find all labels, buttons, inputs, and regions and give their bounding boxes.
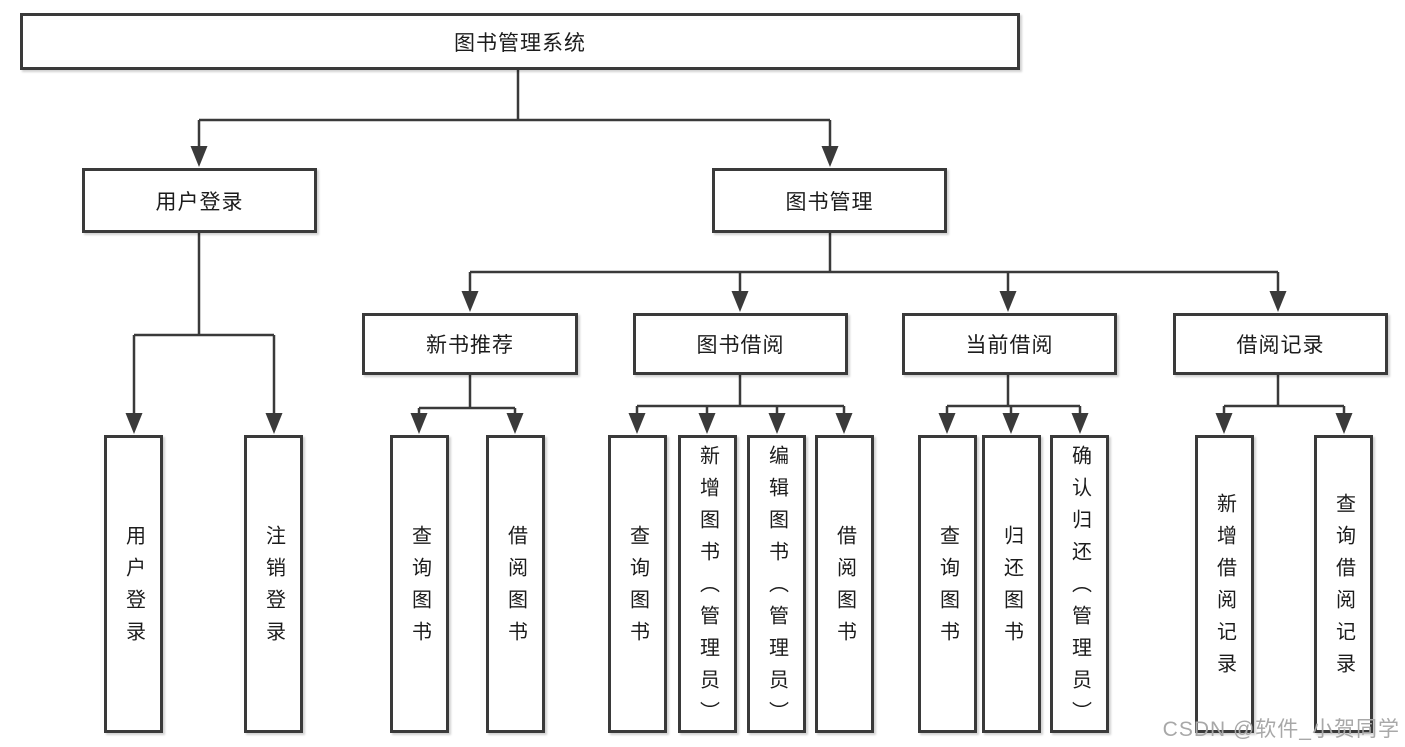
arrowhead-down-icon <box>506 413 524 434</box>
arrowhead-down-icon <box>835 413 853 434</box>
node-borrow-record: 借阅记录 <box>1173 313 1388 375</box>
node-library-management-system: 图书管理系统 <box>20 13 1020 70</box>
node-leaf-user-login: 用户登录 <box>104 435 163 733</box>
node-leaf-query-books-borrow: 查询图书 <box>608 435 667 733</box>
csdn-watermark: CSDN @软件_小贺同学 <box>1162 718 1400 741</box>
edge-borrowrecord-to-leaves <box>1222 375 1346 416</box>
arrowhead-down-icon <box>1269 291 1287 312</box>
node-leaf-add-borrow-record: 新增借阅记录 <box>1195 435 1254 733</box>
node-label: 借阅图书 <box>504 525 527 653</box>
edge-bookborrow-to-leaves <box>635 375 846 416</box>
arrowhead-down-icon <box>768 413 786 434</box>
node-label: 新增图书（管理员） <box>696 445 719 733</box>
node-label: 注销登录 <box>262 525 285 653</box>
edge-bookmgmt-to-level3 <box>468 233 1280 294</box>
arrowhead-down-icon <box>1071 413 1089 434</box>
node-leaf-confirm-return-admin: 确认归还（管理员） <box>1050 435 1109 733</box>
arrowhead-down-icon <box>190 146 208 167</box>
node-user-login: 用户登录 <box>82 168 317 233</box>
node-book-borrow: 图书借阅 <box>633 313 848 375</box>
node-current-borrow: 当前借阅 <box>902 313 1117 375</box>
arrowhead-down-icon <box>698 413 716 434</box>
node-label: 用户登录 <box>122 525 145 653</box>
node-leaf-return-book: 归还图书 <box>982 435 1041 733</box>
node-leaf-logout: 注销登录 <box>244 435 303 733</box>
node-leaf-borrow-books: 借阅图书 <box>815 435 874 733</box>
arrowhead-down-icon <box>461 291 479 312</box>
node-label: 查询图书 <box>626 525 649 653</box>
node-label: 查询借阅记录 <box>1332 493 1355 685</box>
node-label: 借阅图书 <box>833 525 856 653</box>
arrowhead-down-icon <box>1335 413 1353 434</box>
node-leaf-query-books-recommend: 查询图书 <box>390 435 449 733</box>
node-label: 查询图书 <box>936 525 959 653</box>
node-label: 新增借阅记录 <box>1213 493 1236 685</box>
node-leaf-add-book-admin: 新增图书（管理员） <box>678 435 737 733</box>
arrowhead-down-icon <box>938 413 956 434</box>
arrowhead-down-icon <box>731 291 749 312</box>
edge-newbook-to-leaves <box>417 375 517 416</box>
node-leaf-query-books-current: 查询图书 <box>918 435 977 733</box>
arrowhead-down-icon <box>265 413 283 434</box>
node-label: 查询图书 <box>408 525 431 653</box>
arrowhead-down-icon <box>1002 413 1020 434</box>
edge-currentborrow-to-leaves <box>945 375 1082 416</box>
node-new-book-recommend: 新书推荐 <box>362 313 578 375</box>
edge-userlogin-to-leaves <box>132 233 276 416</box>
node-leaf-borrow-books-recommend: 借阅图书 <box>486 435 545 733</box>
arrowhead-down-icon <box>628 413 646 434</box>
arrowhead-down-icon <box>1215 413 1233 434</box>
node-leaf-edit-book-admin: 编辑图书（管理员） <box>747 435 806 733</box>
node-label: 确认归还（管理员） <box>1068 445 1091 733</box>
node-leaf-query-borrow-record: 查询借阅记录 <box>1314 435 1373 733</box>
node-label: 编辑图书（管理员） <box>765 445 788 733</box>
node-label: 归还图书 <box>1000 525 1023 653</box>
arrowhead-down-icon <box>125 413 143 434</box>
node-book-management: 图书管理 <box>712 168 947 233</box>
arrowhead-down-icon <box>999 291 1017 312</box>
edge-root-to-level2 <box>197 70 832 150</box>
arrowhead-down-icon <box>821 146 839 167</box>
arrowhead-down-icon <box>410 413 428 434</box>
